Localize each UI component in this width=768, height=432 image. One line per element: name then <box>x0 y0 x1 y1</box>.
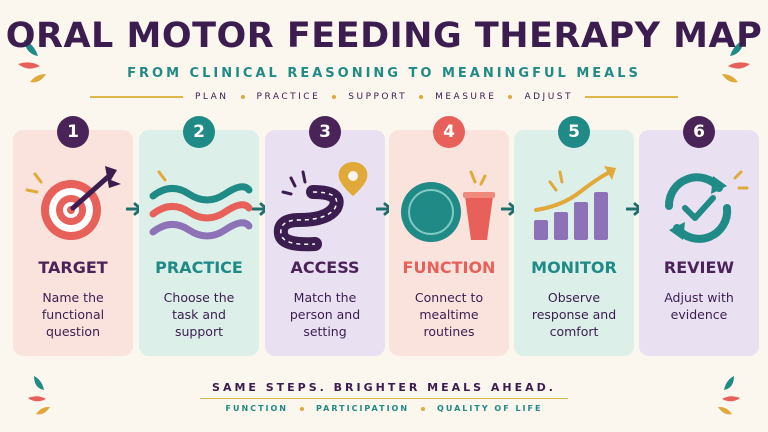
footer-value: FUNCTION <box>225 404 289 413</box>
corner-sparkle-icon <box>18 40 46 83</box>
step-title: PRACTICE <box>155 258 243 277</box>
target-icon <box>25 166 121 240</box>
divider <box>585 96 678 98</box>
corner-sparkle-icon <box>28 376 50 415</box>
tagline-word: MEASURE <box>435 92 497 102</box>
corner-sparkle-icon <box>718 376 740 415</box>
bullet-dot <box>421 406 426 411</box>
step-description: Observe response and comfort <box>531 290 617 339</box>
step-title: TARGET <box>38 258 108 277</box>
step-number-badge: 4 <box>433 116 465 148</box>
step-title: REVIEW <box>663 258 735 277</box>
footer-headline: SAME STEPS. BRIGHTER MEALS AHEAD. <box>212 381 556 394</box>
divider <box>200 398 568 400</box>
winding-path-icon <box>273 162 368 252</box>
bullet-dot <box>332 95 337 99</box>
step-number-badge: 6 <box>683 116 715 148</box>
step-card-target <box>13 130 133 356</box>
plate-and-cup-icon <box>401 170 495 242</box>
step-card-function <box>389 130 509 356</box>
bullet-dot <box>508 95 513 99</box>
step-card-review <box>639 130 759 356</box>
bullet-dot <box>419 95 424 99</box>
step-description: Adjust with evidence <box>664 290 734 322</box>
footer-value: QUALITY OF LIFE <box>437 404 543 413</box>
bullet-dot <box>300 406 305 411</box>
step-number-badge: 1 <box>57 116 89 148</box>
step-number-badge: 5 <box>558 116 590 148</box>
trend-chart-icon <box>534 166 616 240</box>
footer-values: FUNCTION PARTICIPATION QUALITY OF LIFE <box>0 404 768 413</box>
bullet-dot <box>240 95 245 99</box>
step-description: Connect to mealtime routines <box>414 290 484 339</box>
tagline-row: PLAN PRACTICE SUPPORT MEASURE ADJUST <box>90 92 678 102</box>
waves-icon <box>149 170 253 240</box>
step-number-badge: 3 <box>309 116 341 148</box>
step-title: ACCESS <box>290 258 360 277</box>
tagline-word: SUPPORT <box>348 92 408 102</box>
page-title: ORAL MOTOR FEEDING THERAPY MAP <box>5 16 763 56</box>
divider <box>90 96 183 98</box>
step-title: MONITOR <box>531 258 617 277</box>
page-subtitle: FROM CLINICAL REASONING TO MEANINGFUL ME… <box>127 66 641 81</box>
step-description: Choose the task and support <box>163 290 235 339</box>
tagline-word: ADJUST <box>524 92 574 102</box>
step-number-badge: 2 <box>183 116 215 148</box>
step-description: Match the person and setting <box>289 290 361 339</box>
step-title: FUNCTION <box>402 258 496 277</box>
step-card-practice <box>139 130 259 356</box>
tagline-word: PLAN <box>194 92 229 102</box>
footer-value: PARTICIPATION <box>316 404 410 413</box>
corner-sparkle-icon <box>722 40 750 83</box>
cycle-check-icon <box>664 170 749 243</box>
step-description: Name the functional question <box>41 290 105 339</box>
tagline-word: PRACTICE <box>256 92 321 102</box>
